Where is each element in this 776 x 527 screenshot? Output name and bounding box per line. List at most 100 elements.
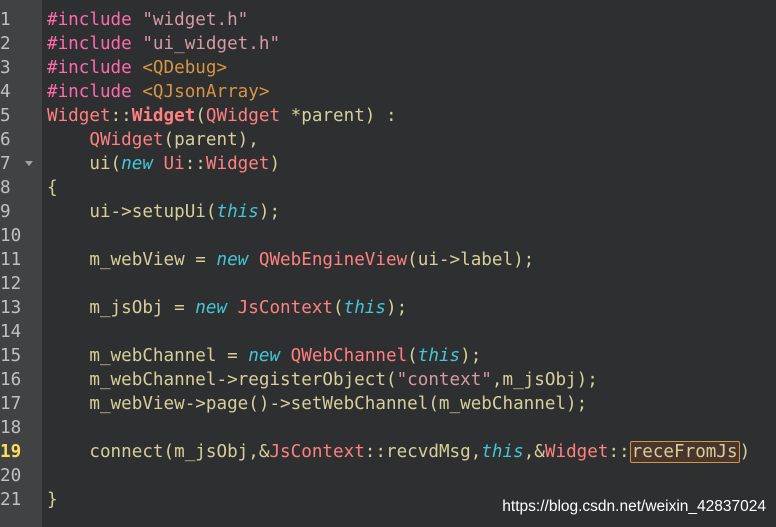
- code-token: Widget: [544, 442, 609, 462]
- line-number: 18: [0, 418, 22, 438]
- code-token: ui(: [47, 154, 122, 174]
- line-number: 16: [0, 370, 22, 390]
- code-token: (parent),: [163, 130, 259, 150]
- code-token: m_webView =: [47, 250, 217, 270]
- line-number: 12: [0, 274, 22, 294]
- fold-arrow-icon[interactable]: [25, 161, 33, 166]
- code-text[interactable]: ui(new Ui::Widget): [47, 152, 280, 176]
- code-line[interactable]: 5 Widget::Widget(QWidget *parent) :: [0, 104, 776, 128]
- line-number: 1: [0, 10, 11, 30]
- line-number-gutter: [0, 0, 42, 527]
- code-line[interactable]: 2#include "ui_widget.h": [0, 32, 776, 56]
- code-token: QWebEngineView: [258, 250, 408, 270]
- code-token: [227, 298, 238, 318]
- code-line[interactable]: 6 QWidget(parent),: [0, 128, 776, 152]
- code-token: #include: [47, 58, 143, 78]
- code-token: Widget: [131, 106, 196, 126]
- code-token: m_webChannel->registerObject(: [47, 370, 397, 390]
- code-line[interactable]: 8{: [0, 176, 776, 200]
- code-token: this: [417, 346, 461, 366]
- code-line[interactable]: 1 #include "widget.h": [0, 8, 776, 32]
- line-number: 6: [0, 130, 11, 150]
- code-line[interactable]: 14: [0, 320, 776, 344]
- code-token: "context": [396, 370, 492, 390]
- code-token: ): [269, 154, 281, 174]
- code-token: ::: [110, 106, 132, 126]
- code-text[interactable]: Widget::Widget(QWidget *parent) :: [47, 104, 397, 128]
- watermark: https://blog.csdn.net/weixin_42837024: [502, 498, 766, 515]
- line-number: 13: [0, 298, 22, 318]
- highlighted-token: receFromJs: [629, 441, 740, 463]
- code-line[interactable]: 11 m_webView = new QWebEngineView(ui->la…: [0, 248, 776, 272]
- code-text[interactable]: #include "widget.h": [47, 8, 248, 32]
- line-number: 19: [0, 442, 22, 462]
- code-token: {: [47, 178, 58, 198]
- code-text[interactable]: {: [47, 176, 58, 200]
- code-token: ): [739, 442, 751, 462]
- line-number: 21: [0, 490, 22, 510]
- code-token: ui->setupUi(: [47, 202, 217, 222]
- code-token: m_webChannel =: [47, 346, 249, 366]
- code-line[interactable]: 13 m_jsObj = new JsContext(this);: [0, 296, 776, 320]
- code-text[interactable]: QWidget(parent),: [47, 128, 259, 152]
- code-token: Ui: [163, 154, 185, 174]
- code-text[interactable]: m_jsObj = new JsContext(this);: [47, 296, 407, 320]
- code-token: Widget: [205, 154, 270, 174]
- code-text[interactable]: m_webChannel->registerObject("context",m…: [47, 368, 598, 392]
- code-token: JsContext: [237, 298, 334, 318]
- code-token: }: [47, 490, 58, 510]
- code-token: "ui_widget.h": [142, 34, 281, 54]
- code-token: );: [460, 346, 482, 366]
- line-number: 7: [0, 154, 11, 174]
- line-number: 20: [0, 466, 22, 486]
- code-token: [248, 250, 259, 270]
- code-text[interactable]: #include <QJsonArray>: [47, 80, 269, 104]
- code-line[interactable]: 9 ui->setupUi(this);: [0, 200, 776, 224]
- code-token: m_webView->page()->setWebChannel(m_webCh…: [47, 394, 588, 414]
- code-line[interactable]: 18: [0, 416, 776, 440]
- line-number: 5: [0, 106, 11, 126]
- code-token: );: [385, 298, 408, 318]
- code-token: *parent) :: [280, 106, 397, 126]
- code-line[interactable]: 17 m_webView->page()->setWebChannel(m_we…: [0, 392, 776, 416]
- code-line[interactable]: 21}: [0, 488, 776, 512]
- line-number: 3: [0, 58, 11, 78]
- code-text[interactable]: m_webChannel = new QWebChannel(this);: [47, 344, 481, 368]
- line-number: 17: [0, 394, 22, 414]
- code-token: ,&: [523, 442, 545, 462]
- code-line[interactable]: 15 m_webChannel = new QWebChannel(this);: [0, 344, 776, 368]
- code-text[interactable]: }: [47, 488, 58, 512]
- code-line[interactable]: 7 ui(new Ui::Widget): [0, 152, 776, 176]
- code-token: "widget.h": [142, 10, 249, 30]
- code-line[interactable]: 19 connect(m_jsObj,&JsContext::recvdMsg,…: [0, 440, 776, 464]
- code-token: [280, 346, 291, 366]
- line-number: 11: [0, 250, 22, 270]
- code-token: #include: [47, 82, 143, 102]
- code-text[interactable]: connect(m_jsObj,&JsContext::recvdMsg,thi…: [47, 440, 750, 464]
- code-token: this: [216, 202, 259, 222]
- code-token: (: [333, 298, 344, 318]
- code-line[interactable]: 16 m_webChannel->registerObject("context…: [0, 368, 776, 392]
- code-line[interactable]: 12: [0, 272, 776, 296]
- code-text[interactable]: ui->setupUi(this);: [47, 200, 280, 224]
- code-line[interactable]: 20: [0, 464, 776, 488]
- code-token: Widget: [47, 106, 111, 126]
- code-token: JsContext: [269, 442, 365, 462]
- code-text[interactable]: #include "ui_widget.h": [47, 32, 280, 56]
- code-token: );: [258, 202, 281, 222]
- code-line[interactable]: 3 #include <QDebug>: [0, 56, 776, 80]
- code-token: new: [216, 250, 249, 270]
- code-text[interactable]: m_webView = new QWebEngineView(ui->label…: [47, 248, 534, 272]
- code-text[interactable]: #include <QDebug>: [47, 56, 227, 80]
- code-text[interactable]: m_webView->page()->setWebChannel(m_webCh…: [47, 392, 587, 416]
- code-line[interactable]: 4 #include <QJsonArray>: [0, 80, 776, 104]
- line-number: 4: [0, 82, 11, 102]
- line-number: 10: [0, 226, 22, 246]
- code-token: [47, 130, 89, 150]
- code-token: [153, 154, 164, 174]
- code-line[interactable]: 10: [0, 224, 776, 248]
- code-token: ::: [184, 154, 206, 174]
- code-token: this: [343, 298, 386, 318]
- code-token: ,m_jsObj);: [491, 370, 598, 390]
